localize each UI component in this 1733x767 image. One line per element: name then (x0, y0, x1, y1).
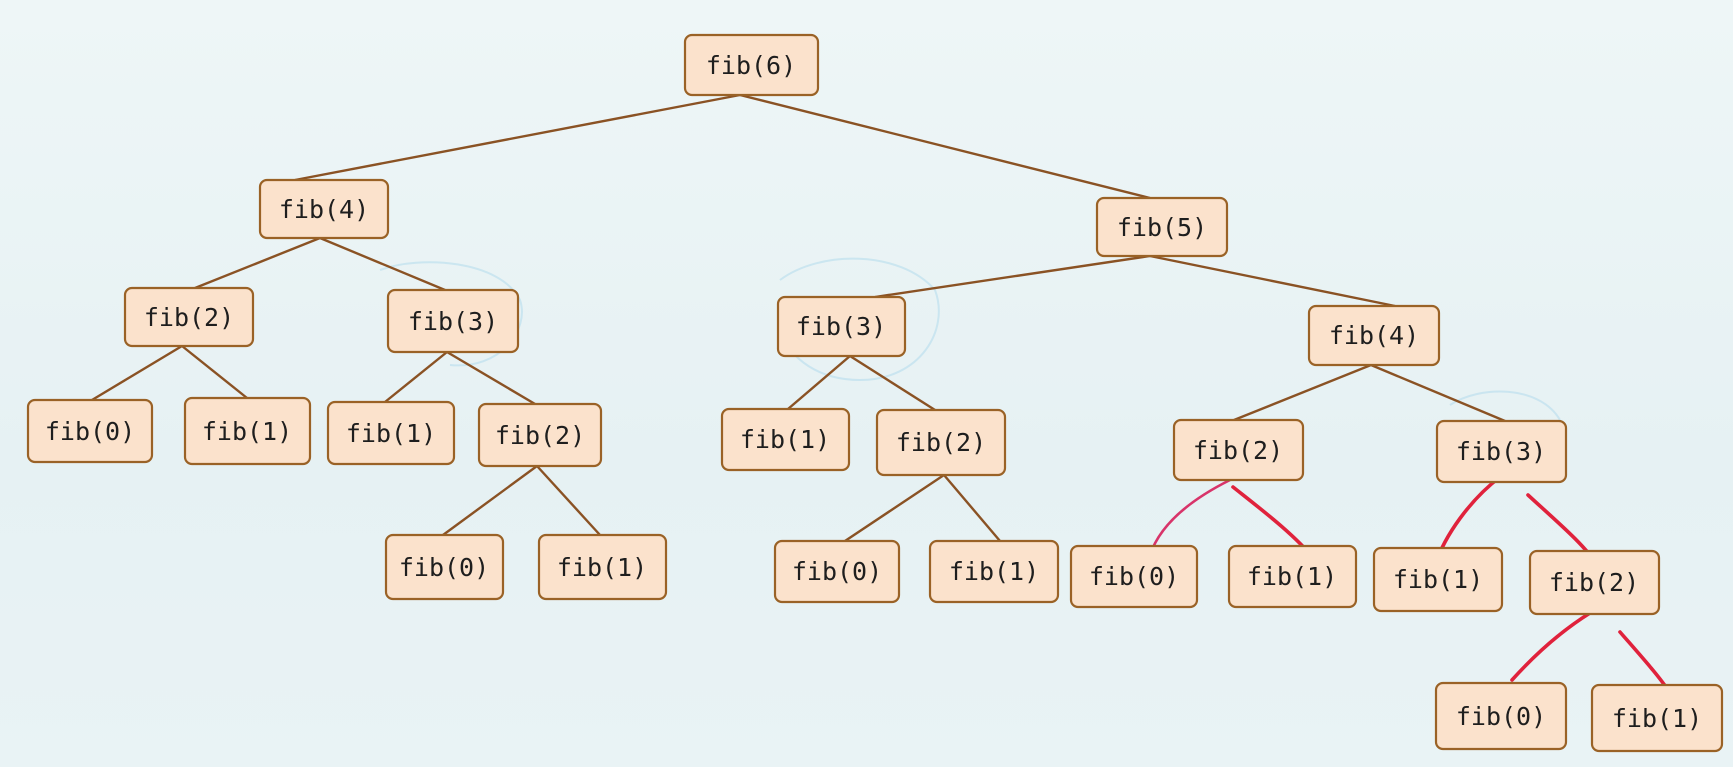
edge-lrr-lrrr (536, 465, 601, 536)
node-label: fib(3) (796, 312, 886, 341)
node-label: fib(2) (495, 421, 585, 450)
node-fib2-rlr: fib(2) (875, 408, 1007, 477)
node-fib3-rrr: fib(3) (1435, 419, 1568, 484)
node-fib0-lll: fib(0) (26, 398, 154, 464)
node-label: fib(4) (1329, 321, 1419, 350)
node-fib1-rll: fib(1) (720, 407, 851, 472)
node-fib2-rrrr: fib(2) (1528, 549, 1661, 616)
edge-rl-rll (787, 355, 851, 410)
node-fib2-ll: fib(2) (123, 286, 255, 348)
node-fib1-lrl: fib(1) (326, 400, 456, 466)
node-label: fib(0) (792, 557, 882, 586)
node-fib3-rl: fib(3) (776, 295, 907, 358)
node-label: fib(0) (1089, 562, 1179, 591)
edge-rr-rrl (1233, 363, 1372, 422)
node-fib6-root: fib(6) (683, 33, 820, 97)
node-label: fib(1) (1393, 565, 1483, 594)
node-fib1-rlrr: fib(1) (928, 539, 1060, 604)
node-label: fib(4) (279, 195, 369, 224)
edge-lr-lrr (446, 350, 536, 406)
node-fib2-lrr: fib(2) (477, 402, 603, 468)
edge-r-rl (874, 254, 1151, 299)
node-fib5-r: fib(5) (1095, 196, 1229, 258)
node-fib0-rrrrl: fib(0) (1434, 681, 1568, 751)
node-label: fib(6) (706, 51, 796, 80)
node-label: fib(0) (1456, 702, 1546, 731)
edge-rrrr-rrrrl (1510, 611, 1592, 682)
node-fib4-rr: fib(4) (1307, 304, 1441, 367)
node-label: fib(3) (408, 307, 498, 336)
node-label: fib(2) (144, 303, 234, 332)
node-fib1-lrrr: fib(1) (537, 533, 668, 601)
edge-rlr-rlrr (943, 474, 1001, 542)
node-label: fib(1) (557, 553, 647, 582)
node-label: fib(5) (1117, 213, 1207, 242)
node-fib0-rrll: fib(0) (1069, 544, 1199, 609)
edge-r-rr (1149, 254, 1396, 308)
node-label: fib(2) (1549, 568, 1639, 597)
edge-ll-lll (91, 344, 183, 402)
edge-l-ll (194, 236, 321, 290)
node-label: fib(1) (949, 557, 1039, 586)
node-label: fib(1) (346, 419, 436, 448)
node-label: fib(1) (740, 425, 830, 454)
node-label: fib(1) (1612, 704, 1702, 733)
node-fib4-l: fib(4) (258, 178, 390, 240)
node-fib3-lr: fib(3) (386, 288, 520, 354)
edge-root-l (294, 93, 741, 182)
edge-lrr-lrrl (442, 465, 538, 536)
edge-rr-rrr (1370, 363, 1506, 423)
edge-lr-lrl (384, 351, 448, 403)
background-smudges (379, 257, 1561, 421)
edge-rlr-rlrl (844, 474, 945, 542)
node-fib1-rrlr: fib(1) (1227, 544, 1358, 609)
node-fib2-rrl: fib(2) (1172, 418, 1305, 482)
node-fib1-rrrl: fib(1) (1372, 546, 1504, 613)
node-label: fib(0) (45, 417, 135, 446)
node-label: fib(2) (1193, 436, 1283, 465)
edge-rl-rlr (849, 354, 936, 412)
tree-nodes: fib(6) fib(4) fib(5) fib(2) fib(3) fib(0 (26, 33, 1724, 753)
node-fib1-llr: fib(1) (183, 396, 312, 466)
edge-rrl-rrll (1148, 478, 1232, 557)
node-label: fib(2) (896, 428, 986, 457)
node-label: fib(1) (1247, 562, 1337, 591)
node-label: fib(0) (399, 553, 489, 582)
edge-root-r (739, 93, 1151, 200)
edge-rrrr-rrrrr (1618, 630, 1670, 692)
edge-l-lr (319, 236, 446, 292)
node-fib0-lrrl: fib(0) (384, 533, 505, 601)
node-fib0-rlrl: fib(0) (773, 539, 901, 604)
node-label: fib(1) (202, 417, 292, 446)
edge-ll-llr (181, 345, 248, 399)
node-label: fib(3) (1456, 437, 1546, 466)
node-fib1-rrrrr: fib(1) (1590, 683, 1724, 753)
